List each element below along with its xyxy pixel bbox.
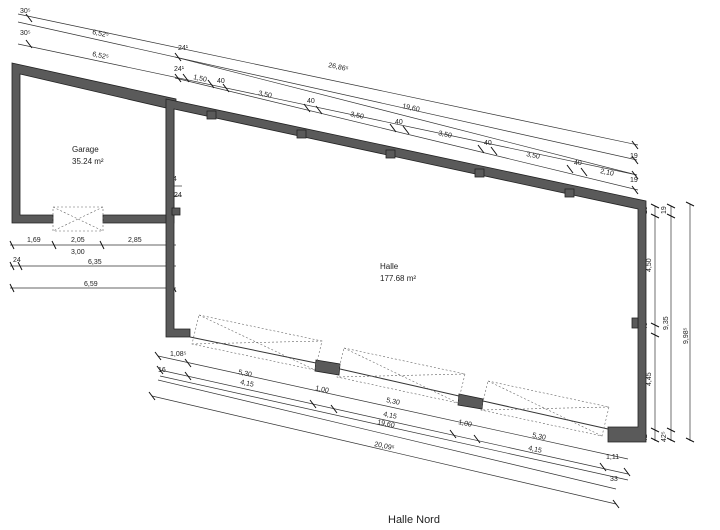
pier-bottom-1: [314, 359, 341, 376]
garage-hall-pier: [171, 207, 181, 216]
dim-right-5: 9,35: [663, 316, 670, 330]
dim-bottom-8: 1,00: [458, 419, 473, 429]
dim-bottom-13: 20,09⁵: [374, 441, 396, 452]
bottom-dimensions: 1,08⁵ 16 5,30 4,15 1,00 5,30 4,15 1,00 5…: [148, 351, 631, 509]
room-hall-area: 177.68 m²: [380, 274, 416, 283]
garage-wall: [11, 62, 177, 224]
dim-garage-2: 24: [174, 192, 182, 199]
right-dimensions: 19 19 4,50 40 9,35 9,98⁵ 4,45 42⁵ 42⁵: [642, 201, 695, 443]
dim-garage-5: 2,85: [128, 237, 142, 244]
dim-bottom-4: 4,15: [240, 379, 255, 389]
dim-bottom-10: 19,60: [377, 419, 396, 430]
pier-4: [474, 168, 485, 178]
dim-bottom-1: 1,08⁵: [170, 351, 187, 358]
garage-door: [52, 206, 104, 232]
dim-top-6: 24¹: [178, 45, 189, 52]
dim-bottom-3: 5,30: [238, 369, 253, 379]
dim-garage-4: 2,05: [71, 237, 85, 244]
dim-top-14: 40: [395, 119, 403, 126]
dim-garage-6: 3,00: [71, 249, 85, 256]
dim-top-overall: 26,86⁵: [328, 62, 350, 73]
pier-1: [206, 110, 217, 120]
room-garage-name: Garage: [72, 145, 99, 154]
dim-top-18: 40: [574, 160, 582, 167]
dim-bottom-11: 4,15: [528, 445, 543, 455]
dim-right-7: 4,45: [646, 372, 653, 386]
dim-top-16: 40: [484, 140, 492, 147]
dim-bottom-6: 5,30: [386, 397, 401, 407]
dim-garage-3: 1,69: [27, 237, 41, 244]
dim-bottom-2: 16: [158, 367, 166, 374]
dim-top-13: 3,50: [350, 111, 365, 121]
dim-garage-9: 6,59: [84, 281, 98, 288]
pier-right: [631, 317, 639, 329]
pier-5: [564, 188, 575, 198]
dim-bottom-12: 1,11: [606, 454, 619, 461]
dim-bottom-7: 4,15: [383, 411, 398, 421]
dim-right-2: 19: [661, 206, 668, 214]
dim-top-21: 19: [630, 177, 638, 184]
walls: [11, 62, 647, 443]
dim-top-8: 1,50: [193, 74, 208, 84]
dim-top-10: 3,50: [258, 90, 273, 100]
hall-doors: [191, 314, 610, 437]
room-garage-area: 35.24 m²: [72, 157, 104, 166]
dim-garage-8: 6,35: [88, 259, 102, 266]
dim-top-7: 24¹: [174, 66, 185, 73]
dim-garage-7: 24: [13, 257, 21, 264]
top-dimensions: 30⁵ 30⁵ 6,52⁵ 6,52⁵ 26,86⁵ 24¹ 24¹ 1,50 …: [17, 8, 639, 195]
dim-right-9: 42⁵: [661, 431, 668, 442]
dim-top-15: 3,50: [438, 130, 453, 140]
room-hall-name: Halle: [380, 262, 399, 271]
dim-top-19: 2,10: [600, 168, 615, 178]
dim-top-11: 40: [307, 98, 315, 105]
dim-top-9: 40: [217, 78, 225, 85]
dim-top-1: 30⁵: [20, 8, 31, 15]
dim-top-2: 30⁵: [20, 30, 31, 37]
dim-top-20: 19: [630, 153, 638, 160]
pier-3: [385, 149, 396, 159]
pier-2: [296, 129, 307, 139]
pier-bottom-2: [457, 393, 484, 410]
garage-dimensions: 24 24 1,69 2,05 2,85 3,00 24 6,35 6,59: [9, 176, 182, 293]
hall-wall: [165, 98, 647, 443]
dim-top-17: 3,50: [526, 151, 541, 161]
dim-top-12: 19,60: [402, 103, 421, 114]
plan-caption: Halle Nord: [388, 514, 440, 526]
dim-right-3: 4,50: [646, 258, 653, 272]
dim-bottom-5: 1,00: [315, 385, 330, 395]
dim-bottom-9: 5,30: [532, 432, 547, 442]
dim-top-3: 6,52⁵: [92, 29, 110, 39]
dim-right-6: 9,98⁵: [683, 327, 690, 344]
dim-top-4: 6,52⁵: [92, 51, 110, 61]
dim-bottom-14: 33: [610, 476, 618, 483]
